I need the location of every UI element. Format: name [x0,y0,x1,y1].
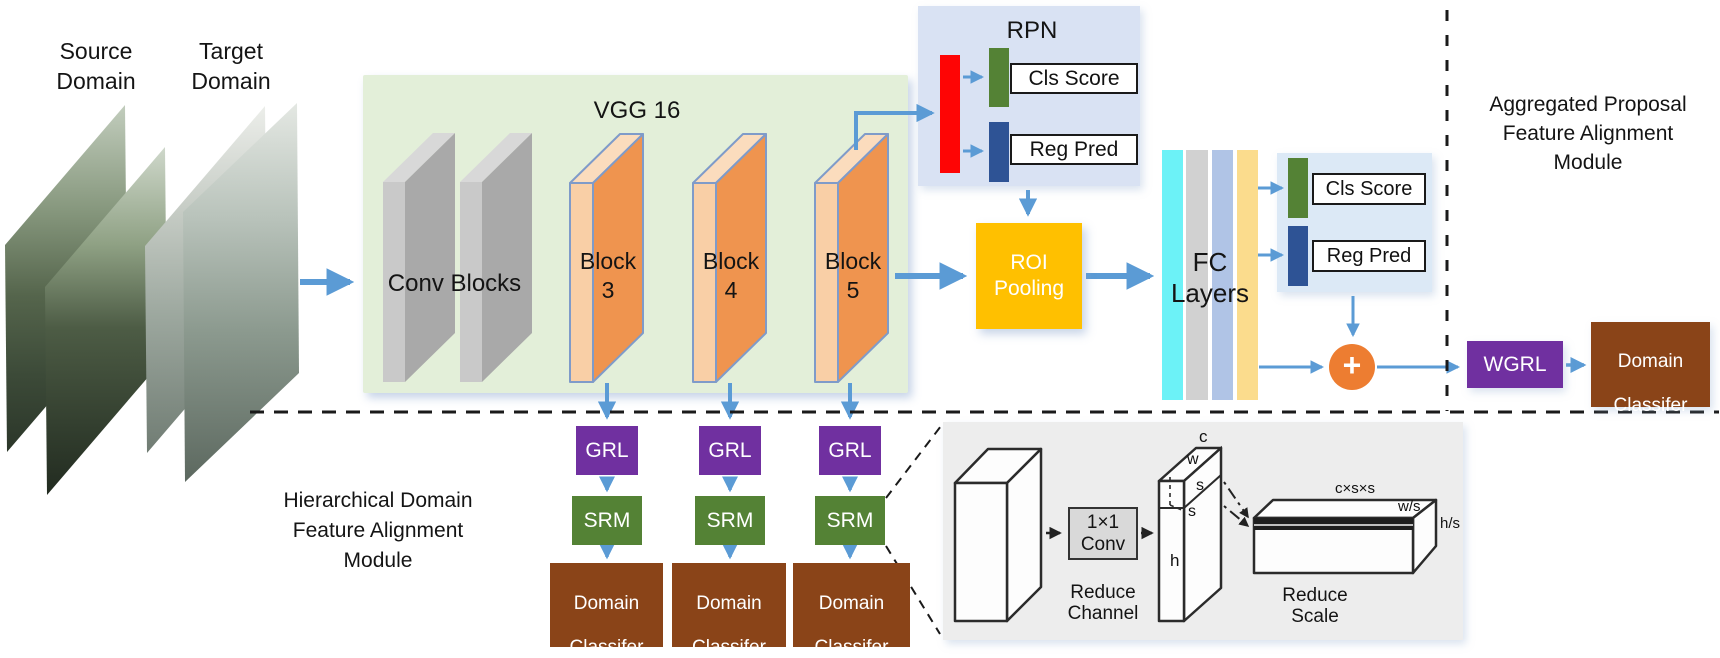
roi-pooling-box: ROI Pooling [976,223,1082,329]
hierarchical-module-title: Hierarchical Domain Feature Alignment Mo… [283,489,473,572]
srm-box-3: SRM [572,496,642,545]
domain-classifier-d3-box: Domain Classifer D3 [550,563,663,658]
head-reg-pred-tag: Reg Pred [1312,240,1426,272]
srm-box-4: SRM [695,496,765,545]
dp-id: Dp [1640,439,1661,463]
target-domain-images [145,103,299,482]
conv-blocks-label: Conv Blocks [387,270,522,297]
head-reg-bar [1288,226,1308,286]
fc-bar-periwinkle [1212,150,1233,400]
head-cls-bar [1288,158,1308,218]
reduce-scale-label: Reduce Scale [1282,585,1348,627]
dim-h-label: h [1170,551,1180,570]
grl-box-5: GRL [819,426,881,475]
vgg-title: VGG 16 [593,97,681,124]
source-domain-images [5,105,167,495]
head-cls-score-tag: Cls Score [1312,173,1426,205]
dim-s-top-label: s [1196,477,1204,494]
dp-line2: Classifer [1613,395,1688,416]
dim-w-label: w [1187,451,1199,468]
rpn-reg-pred-tag: Reg Pred [1010,134,1138,165]
fc-layers-label: FC Layers [1170,247,1250,308]
plus-aggregator: + [1329,344,1375,390]
rpn-cls-score-tag: Cls Score [1010,63,1138,94]
dim-css-label: c×s×s [1334,480,1376,497]
domain-classifier-dp-box: Domain Classifer Dp [1591,322,1710,463]
block5-label: Block 5 [824,248,882,303]
dp-line1: Domain [1617,351,1684,372]
grl-box-4: GRL [699,426,761,475]
block3-label: Block 3 [579,248,637,303]
dim-hs-label: h/s [1440,515,1461,532]
wgrl-box: WGRL [1467,341,1563,388]
reduce-channel-label: Reduce Channel [1067,582,1139,624]
domain-classifier-d5-box: Domain Classifer D5 [793,563,910,658]
rpn-reg-bar [989,122,1009,182]
source-domain-label: Source Domain [56,38,136,95]
aggregated-module-title: Aggregated Proposal Feature Alignment Mo… [1489,93,1687,174]
block4-label: Block 4 [702,248,760,303]
target-domain-label: Target Domain [191,38,271,95]
domain-classifier-d4-box: Domain Classifer D4 [672,563,786,658]
dim-c-label: c [1199,427,1208,446]
fc-bar-gray [1186,150,1208,400]
fc-bar-cyan [1162,150,1183,400]
rpn-feature-bar [940,55,960,173]
conv-1x1-box: 1×1 Conv [1068,507,1138,560]
srm-detail-panel [943,422,1463,640]
srm-box-5: SRM [815,496,885,545]
fc-bar-yellow [1237,150,1258,400]
rpn-title: RPN [1006,17,1058,44]
dim-s-bottom-label: s [1188,503,1196,520]
rpn-cls-bar [989,48,1009,107]
srm-detail-connector-top [885,425,942,499]
grl-box-3: GRL [576,426,638,475]
dim-ws-label: w/s [1398,498,1421,515]
